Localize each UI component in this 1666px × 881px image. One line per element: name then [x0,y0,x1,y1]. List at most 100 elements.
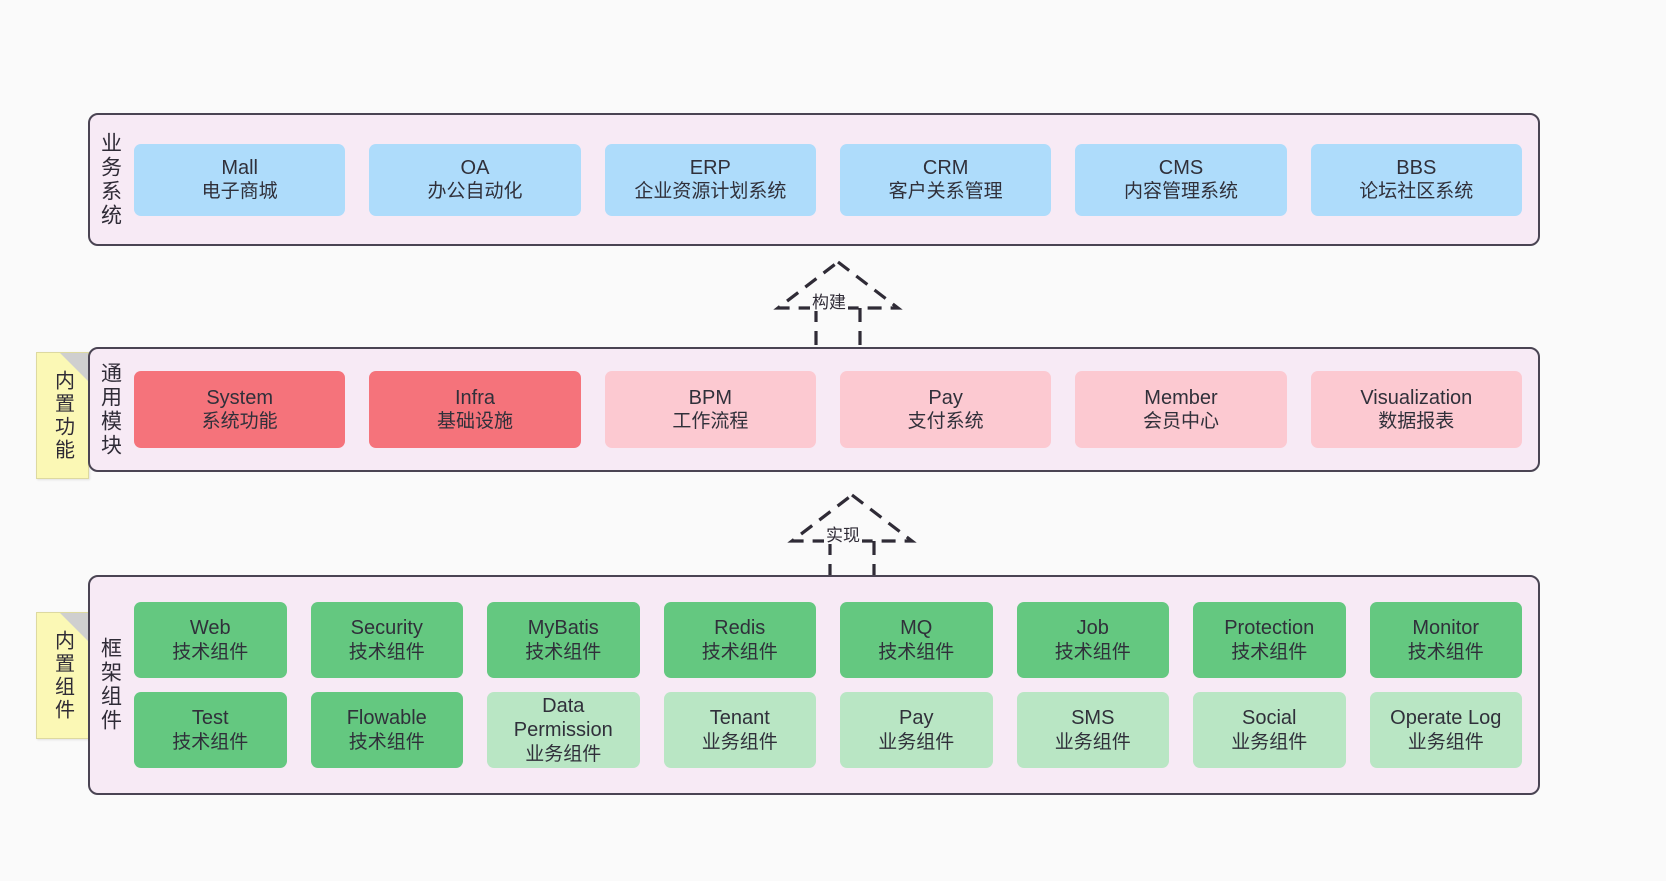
card-operate-log[interactable]: Operate Log 业务组件 [1369,692,1522,768]
card-infra[interactable]: Infra 基础设施 [369,371,581,448]
card-pay-module-desc: 支付系统 [907,411,984,433]
card-tenant-name: Tenant [709,707,770,730]
layer-title-framework-components: 框架组件 [98,637,122,733]
card-erp[interactable]: ERP 企业资源计划系统 [604,143,816,216]
card-pay-component[interactable]: Pay 业务组件 [840,692,993,768]
card-bpm-desc: 工作流程 [672,411,749,433]
card-oa-desc: 办公自动化 [427,181,523,203]
card-job-desc: 技术组件 [1054,641,1131,663]
card-tenant[interactable]: Tenant 业务组件 [663,692,816,768]
card-pay-module-name: Pay [928,386,963,409]
card-social-desc: 业务组件 [1231,731,1308,753]
card-infra-desc: 基础设施 [436,411,513,433]
card-mq-desc: 技术组件 [878,641,955,663]
card-mall[interactable]: Mall 电子商城 [134,143,346,216]
sticky-note-builtin-components: 内置组件 [36,612,89,739]
card-crm-name: CRM [922,156,969,179]
card-mq-name: MQ [900,617,933,640]
card-mq[interactable]: MQ 技术组件 [840,602,993,678]
card-protection-name: Protection [1224,617,1315,640]
card-mall-desc: 电子商城 [201,181,278,203]
card-monitor[interactable]: Monitor 技术组件 [1369,602,1522,678]
card-data-permission-name: Data Permission [513,695,613,742]
card-flowable[interactable]: Flowable 技术组件 [310,692,463,768]
card-bpm[interactable]: BPM 工作流程 [604,371,816,448]
layer-common-modules: 通用模块 System 系统功能 Infra 基础设施 BPM 工作流程 Pay… [88,347,1540,472]
card-crm-desc: 客户关系管理 [888,181,1003,203]
common-module-card-row: System 系统功能 Infra 基础设施 BPM 工作流程 Pay 支付系统… [134,371,1522,448]
card-redis-desc: 技术组件 [701,641,778,663]
card-web-desc: 技术组件 [172,641,249,663]
card-member[interactable]: Member 会员中心 [1075,371,1287,448]
card-bpm-name: BPM [688,386,732,409]
connector-stem [828,541,876,579]
generalization-arrowhead-icon [773,259,903,310]
layer-title-business-system: 业务系统 [98,131,122,228]
card-cms-name: CMS [1158,156,1204,179]
layer-title-common-modules: 通用模块 [98,361,122,458]
framework-business-component-row: Test 技术组件 Flowable 技术组件 Data Permission … [134,692,1522,768]
card-protection-desc: 技术组件 [1231,641,1308,663]
card-job[interactable]: Job 技术组件 [1016,602,1169,678]
card-data-permission[interactable]: Data Permission 业务组件 [487,692,640,768]
card-system-name: System [206,386,273,409]
card-monitor-desc: 技术组件 [1407,641,1484,663]
card-protection[interactable]: Protection 技术组件 [1193,602,1346,678]
card-social[interactable]: Social 业务组件 [1193,692,1346,768]
card-mybatis[interactable]: MyBatis 技术组件 [487,602,640,678]
card-social-name: Social [1242,707,1297,730]
connector-implement-label: 实现 [824,526,862,545]
generalization-arrowhead-icon [787,492,917,543]
card-erp-name: ERP [689,156,731,179]
card-pay-component-name: Pay [899,707,934,730]
connector-stem [814,308,862,346]
card-mybatis-desc: 技术组件 [525,641,602,663]
card-crm[interactable]: CRM 客户关系管理 [839,143,1052,216]
connector-build-label: 构建 [810,293,848,312]
card-security[interactable]: Security 技术组件 [310,602,463,678]
card-sms-desc: 业务组件 [1054,731,1131,753]
card-monitor-name: Monitor [1412,617,1480,640]
card-member-desc: 会员中心 [1142,411,1219,433]
framework-tech-component-row: Web 技术组件 Security 技术组件 MyBatis 技术组件 Redi… [134,602,1522,678]
card-bbs[interactable]: BBS 论坛社区系统 [1310,143,1522,216]
card-test-name: Test [191,707,229,730]
card-cms-desc: 内容管理系统 [1123,181,1238,203]
card-visualization-desc: 数据报表 [1378,411,1455,433]
sticky-note-builtin-features-label: 内置功能 [51,369,74,462]
layer-body-framework-components: Web 技术组件 Security 技术组件 MyBatis 技术组件 Redi… [130,577,1538,793]
layer-framework-components: 框架组件 Web 技术组件 Security 技术组件 MyBatis 技术组件… [88,575,1540,795]
card-infra-name: Infra [454,386,495,409]
card-data-permission-desc: 业务组件 [525,743,602,765]
card-cms[interactable]: CMS 内容管理系统 [1075,143,1287,216]
sticky-note-builtin-features: 内置功能 [36,352,89,479]
card-operate-log-desc: 业务组件 [1407,731,1484,753]
card-oa[interactable]: OA 办公自动化 [369,143,581,216]
sticky-note-builtin-components-label: 内置组件 [51,629,74,722]
card-flowable-name: Flowable [346,707,427,730]
business-system-card-row: Mall 电子商城 OA 办公自动化 ERP 企业资源计划系统 CRM 客户关系… [134,143,1522,216]
card-tenant-desc: 业务组件 [701,731,778,753]
layer-body-common-modules: System 系统功能 Infra 基础设施 BPM 工作流程 Pay 支付系统… [130,349,1538,470]
card-system[interactable]: System 系统功能 [134,371,346,448]
card-sms[interactable]: SMS 业务组件 [1016,692,1169,768]
card-redis[interactable]: Redis 技术组件 [663,602,816,678]
card-operate-log-name: Operate Log [1390,707,1502,730]
card-visualization[interactable]: Visualization 数据报表 [1310,371,1522,448]
card-member-name: Member [1144,386,1218,409]
card-security-name: Security [350,617,423,640]
card-visualization-name: Visualization [1360,386,1473,409]
card-security-desc: 技术组件 [348,641,425,663]
card-pay-module[interactable]: Pay 支付系统 [839,371,1052,448]
connector-build: 构建 [748,256,928,346]
card-erp-desc: 企业资源计划系统 [634,181,787,203]
connector-implement: 实现 [762,489,942,579]
card-test[interactable]: Test 技术组件 [134,692,287,768]
layer-business-system: 业务系统 Mall 电子商城 OA 办公自动化 ERP 企业资源计划系统 CRM… [88,113,1540,246]
card-web[interactable]: Web 技术组件 [134,602,287,678]
card-flowable-desc: 技术组件 [348,731,425,753]
card-oa-name: OA [460,156,490,179]
card-web-name: Web [189,617,231,640]
card-bbs-desc: 论坛社区系统 [1359,181,1474,203]
